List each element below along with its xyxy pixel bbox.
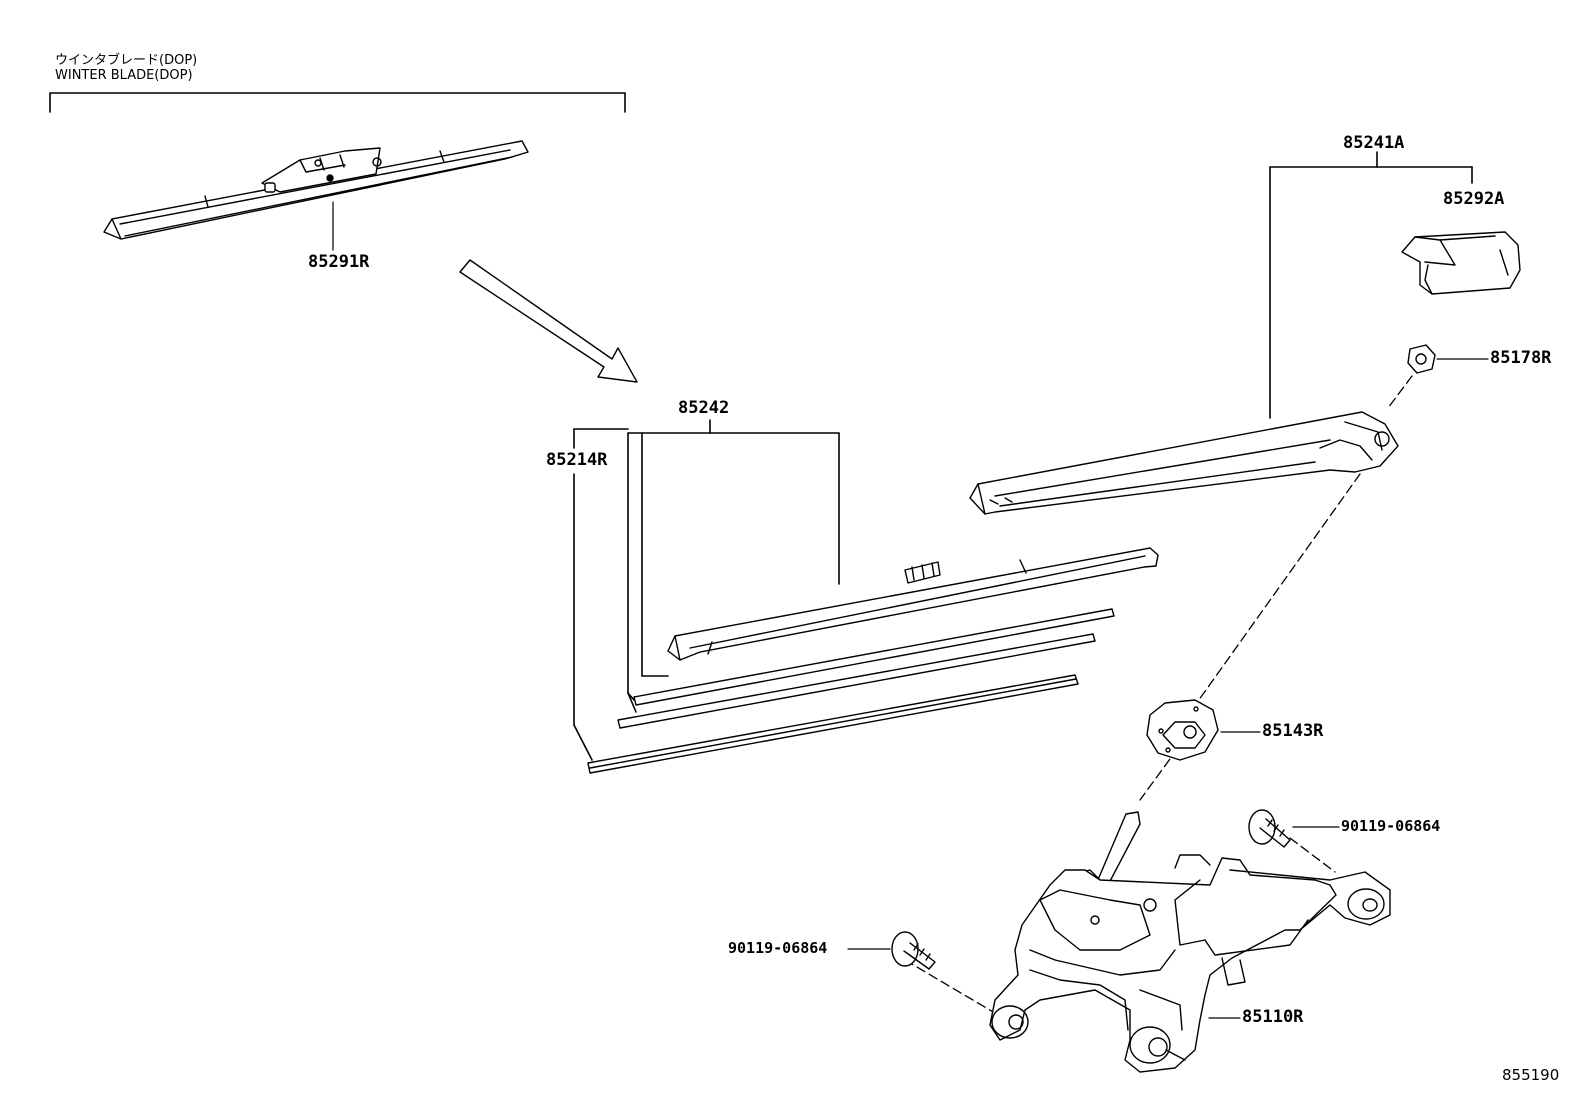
part-label-85241A[interactable]: 85241A: [1343, 133, 1405, 153]
wiper-motor-85110R: [989, 811, 1391, 1073]
part-label-85214R[interactable]: 85214R: [546, 450, 608, 470]
bracket-85242: [627, 419, 840, 701]
part-label-90119-06864-upper[interactable]: 90119-06864: [1341, 817, 1441, 835]
bolt-90119-06864-lower: [847, 931, 936, 970]
bracket-85214R: [573, 428, 637, 761]
assembly-dashed-line: [904, 375, 1413, 1017]
nut-85178R: [1407, 344, 1489, 374]
winter-blade-85291R: [103, 140, 529, 251]
blade-rubber-strips: [587, 608, 1115, 774]
winter-blade-bracket: [49, 92, 626, 113]
bolt-90119-06864-upper: [1248, 809, 1340, 848]
cap-85292A: [1401, 231, 1521, 295]
part-label-85292A[interactable]: 85292A: [1443, 189, 1505, 209]
part-label-90119-06864-lower[interactable]: 90119-06864: [728, 939, 828, 957]
diagram-reference-number: 855190: [1502, 1066, 1560, 1084]
part-label-85291R[interactable]: 85291R: [308, 252, 370, 272]
part-label-85178R[interactable]: 85178R: [1490, 348, 1552, 368]
grommet-85143R: [1146, 699, 1261, 761]
wiper-arm: [969, 411, 1399, 515]
direction-arrow-icon: [459, 259, 638, 383]
wiper-blade-85242: [667, 547, 1159, 661]
winter-blade-title-en: WINTER BLADE(DOP): [55, 68, 193, 83]
part-label-85242[interactable]: 85242: [678, 398, 730, 418]
bracket-85241A: [1269, 151, 1473, 419]
part-label-85143R[interactable]: 85143R: [1262, 721, 1324, 741]
winter-blade-title-jp: ウインタブレード(DOP): [55, 53, 198, 68]
part-label-85110R[interactable]: 85110R: [1242, 1007, 1304, 1027]
